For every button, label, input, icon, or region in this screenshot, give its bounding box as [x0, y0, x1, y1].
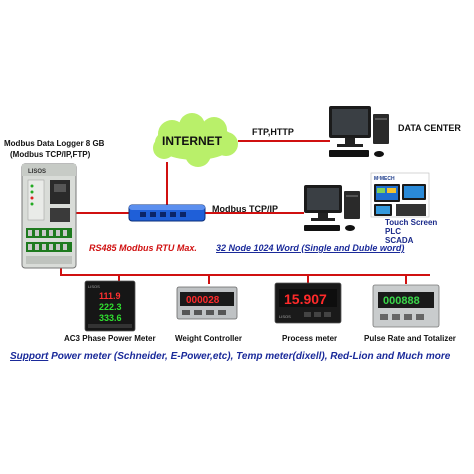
ftp-http-label: FTP,HTTP — [252, 127, 294, 137]
ethernet-switch — [128, 204, 206, 222]
power-meter-device: LISOS 111.9 222.3 333.6 — [84, 280, 136, 332]
support-text: Power meter (Schneider, E-Power,etc), Te… — [48, 351, 451, 362]
weight-controller-label: Weight Controller — [175, 334, 242, 343]
line-logger-to-bus — [60, 266, 62, 276]
scada-brand: M²MECH — [374, 176, 395, 182]
plc-label: PLC — [385, 227, 401, 236]
power-meter-label: AC3 Phase Power Meter — [64, 334, 156, 343]
modbus-tcp-label: Modbus TCP/IP — [212, 204, 278, 214]
internet-label: INTERNET — [162, 134, 222, 148]
local-computer — [304, 185, 360, 231]
rs485-label: RS485 Modbus RTU Max. — [89, 243, 197, 253]
pulse-totalizer-label: Pulse Rate and Totalizer — [364, 334, 456, 343]
drop-device-1 — [118, 274, 120, 284]
touch-screen-panel: M²MECH — [370, 172, 430, 218]
data-logger-device: LISOS — [21, 163, 77, 269]
power-meter-reading-2: 222.3 — [99, 302, 122, 312]
logger-title-line1: Modbus Data Logger 8 GB — [4, 139, 105, 148]
power-meter-brand: LISOS — [88, 284, 100, 289]
drop-device-2 — [208, 274, 210, 284]
pulse-totalizer-device: 000888 — [372, 284, 440, 328]
pulse-totalizer-reading: 000888 — [383, 295, 420, 307]
touch-screen-label: Touch Screen — [385, 218, 438, 227]
logger-brand: LISOS — [28, 169, 46, 175]
line-switch-to-pc — [204, 212, 304, 214]
support-prefix: Support — [10, 351, 49, 362]
weight-controller-reading: 000028 — [186, 295, 220, 306]
power-meter-reading-3: 333.6 — [99, 313, 122, 323]
logger-title-line2: (Modbus TCP/IP,FTP) — [10, 150, 91, 159]
data-center-label: DATA CENTER — [398, 123, 461, 133]
support-line: Support Power meter (Schneider, E-Power,… — [10, 351, 450, 362]
weight-controller-device: 000028 — [176, 286, 238, 320]
line-logger-to-switch-h — [60, 212, 140, 214]
process-meter-device: 15.907 LISOS — [274, 282, 342, 324]
drop-device-4 — [405, 274, 407, 284]
node-capacity-label: 32 Node 1024 Word (Single and Duble word… — [216, 243, 405, 253]
line-cloud-to-switch — [166, 162, 168, 210]
line-cloud-to-datacenter — [238, 140, 330, 142]
rs485-bus — [60, 274, 430, 276]
process-meter-label: Process meter — [282, 334, 338, 343]
power-meter-reading-1: 111.9 — [99, 291, 121, 301]
process-meter-brand: LISOS — [279, 314, 291, 319]
data-center-computer — [329, 106, 389, 157]
internet-cloud-icon — [153, 113, 238, 167]
process-meter-reading: 15.907 — [284, 291, 327, 307]
scada-label: SCADA — [385, 236, 414, 245]
drop-device-3 — [307, 274, 309, 284]
